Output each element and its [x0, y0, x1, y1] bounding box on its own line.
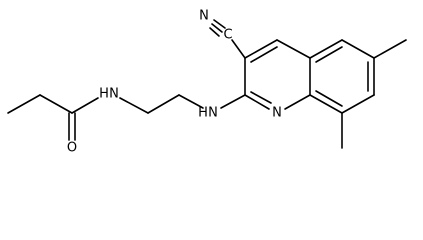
bond-c3-c4-inner: [250, 46, 278, 63]
bond-c4-c4a: [276, 39, 311, 59]
bond-c8a-n1: [284, 94, 311, 110]
bond-c4a-c5: [309, 39, 343, 59]
bond-carbonyl-amide-n: [71, 97, 99, 114]
ring-n-label: N: [272, 106, 282, 121]
bond-c5-c6: [341, 39, 375, 59]
nitrile-c-label: C: [223, 28, 232, 43]
bond-c8-c8a-inner: [315, 90, 343, 107]
bond-c2-n1-inner: [250, 91, 272, 104]
bond-ch3-ch2: [7, 94, 41, 114]
amide-n-label: N: [109, 87, 119, 102]
chemical-structure: N C N H N H N O: [7, 9, 407, 156]
bond-ch2-ch2: [147, 94, 180, 114]
bond-c4a-c5-inner: [315, 46, 343, 63]
bond-ch2-carbonyl: [39, 94, 73, 114]
amide-h-label: H: [99, 87, 109, 102]
bond-amide-n-ch2: [119, 97, 149, 114]
bond-c3-c4: [244, 39, 278, 59]
bond-nitrile-triple-b: [213, 19, 226, 29]
bond-nitrile-triple-c: [209, 27, 220, 37]
bond-c7-c8: [341, 94, 375, 114]
bond-ch2-amine-n: [178, 94, 204, 109]
bond-c2-n1: [244, 94, 270, 110]
carbonyl-o-label: O: [67, 141, 77, 156]
structure-svg: N C N H N H N O: [7, 9, 407, 156]
bond-nitrile-triple-a: [211, 23, 223, 33]
bond-c6-methyl: [373, 39, 407, 59]
bond-c3-nitrile-c: [231, 39, 246, 59]
bond-amine-n-c2: [220, 94, 246, 109]
amine-n-label: N: [208, 106, 218, 121]
bond-c8-c8a: [309, 94, 343, 114]
amine-h-label: H: [198, 106, 208, 121]
nitrile-n-label: N: [199, 9, 209, 24]
